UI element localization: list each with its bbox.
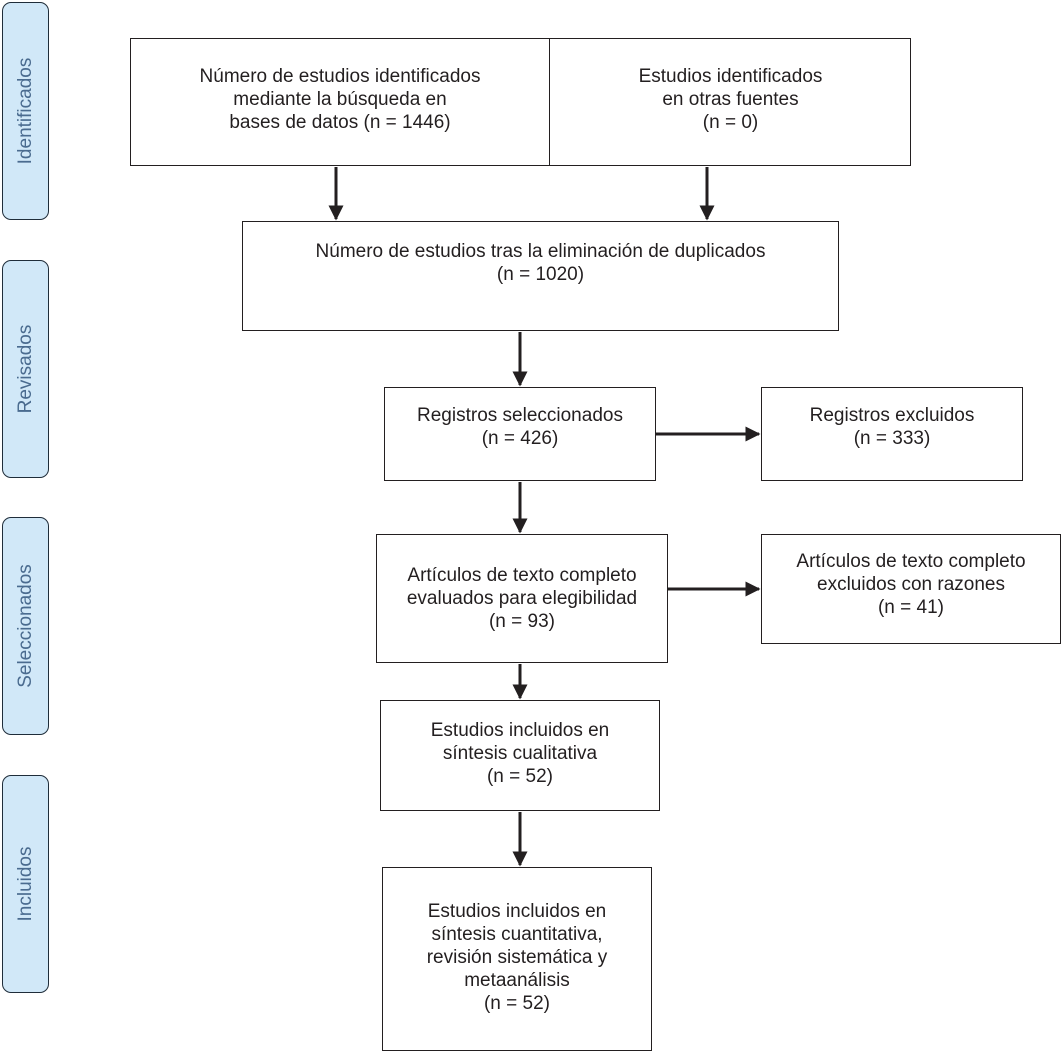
after-duplicates-line-1: Número de estudios tras la eliminación d…	[315, 241, 766, 262]
other-sources-content: Estudios identificados en otras fuentes …	[550, 38, 911, 166]
database-search-line-1: Número de estudios identificados	[199, 65, 481, 87]
quantitative-line-2: síntesis cuantitativa,	[431, 923, 603, 945]
after-duplicates-line-2: (n = 1020)	[496, 264, 585, 285]
qualitative-line-2: síntesis cualitativa	[442, 743, 598, 764]
phase-included: Incluidos	[2, 775, 49, 993]
database-search-box	[130, 38, 911, 166]
after-duplicates-box: Número de estudios tras la eliminación d…	[242, 221, 839, 331]
qualitative-line-1: Estudios incluidos en	[430, 720, 610, 741]
records-screened-line-2: (n = 426)	[481, 428, 559, 449]
qualitative-line-3: (n = 52)	[486, 766, 553, 787]
records-screened-line-1: Registros seleccionados	[417, 405, 623, 426]
phase-reviewed: Revisados	[2, 260, 49, 478]
full-text-excluded-line-3: (n = 41)	[877, 596, 944, 618]
other-sources-line-2: en otras fuentes	[662, 88, 799, 110]
full-text-excluded-line-2: excluidos con razones	[817, 573, 1005, 595]
quantitative-line-4: metaanálisis	[464, 969, 570, 991]
quantitative-box: Estudios incluidos en síntesis cuantitat…	[382, 867, 652, 1051]
full-text-excluded-box: Artículos de texto completo excluidos co…	[761, 534, 1061, 644]
records-screened-box: Registros seleccionados (n = 426)	[384, 387, 656, 481]
full-text-excluded-line-1: Artículos de texto completo	[796, 550, 1026, 572]
records-excluded-line-2: (n = 333)	[853, 428, 931, 449]
records-excluded-line-1: Registros excluidos	[809, 405, 975, 426]
phase-selected: Seleccionados	[2, 517, 49, 735]
full-text-assessed-box: Artículos de texto completo evaluados pa…	[376, 534, 668, 663]
phase-identified: Identificados	[2, 2, 49, 220]
other-sources-line-1: Estudios identificados	[638, 65, 823, 87]
database-search-content: Número de estudios identificados mediant…	[130, 38, 550, 166]
identification-divider	[549, 38, 550, 166]
database-search-line-2: mediante la búsqueda en	[233, 88, 447, 110]
records-excluded-box: Registros excluidos (n = 333)	[761, 387, 1023, 481]
full-text-assessed-line-2: evaluados para elegibilidad	[406, 588, 638, 609]
qualitative-box: Estudios incluidos en síntesis cualitati…	[380, 700, 660, 811]
quantitative-line-5: (n = 52)	[483, 992, 550, 1014]
database-search-line-3: bases de datos (n = 1446)	[229, 111, 451, 133]
quantitative-line-1: Estudios incluidos en	[427, 900, 607, 922]
full-text-assessed-line-3: (n = 93)	[488, 611, 555, 632]
quantitative-line-3: revisión sistemática y	[426, 946, 608, 968]
other-sources-line-3: (n = 0)	[702, 111, 759, 133]
full-text-assessed-line-1: Artículos de texto completo	[407, 565, 637, 586]
